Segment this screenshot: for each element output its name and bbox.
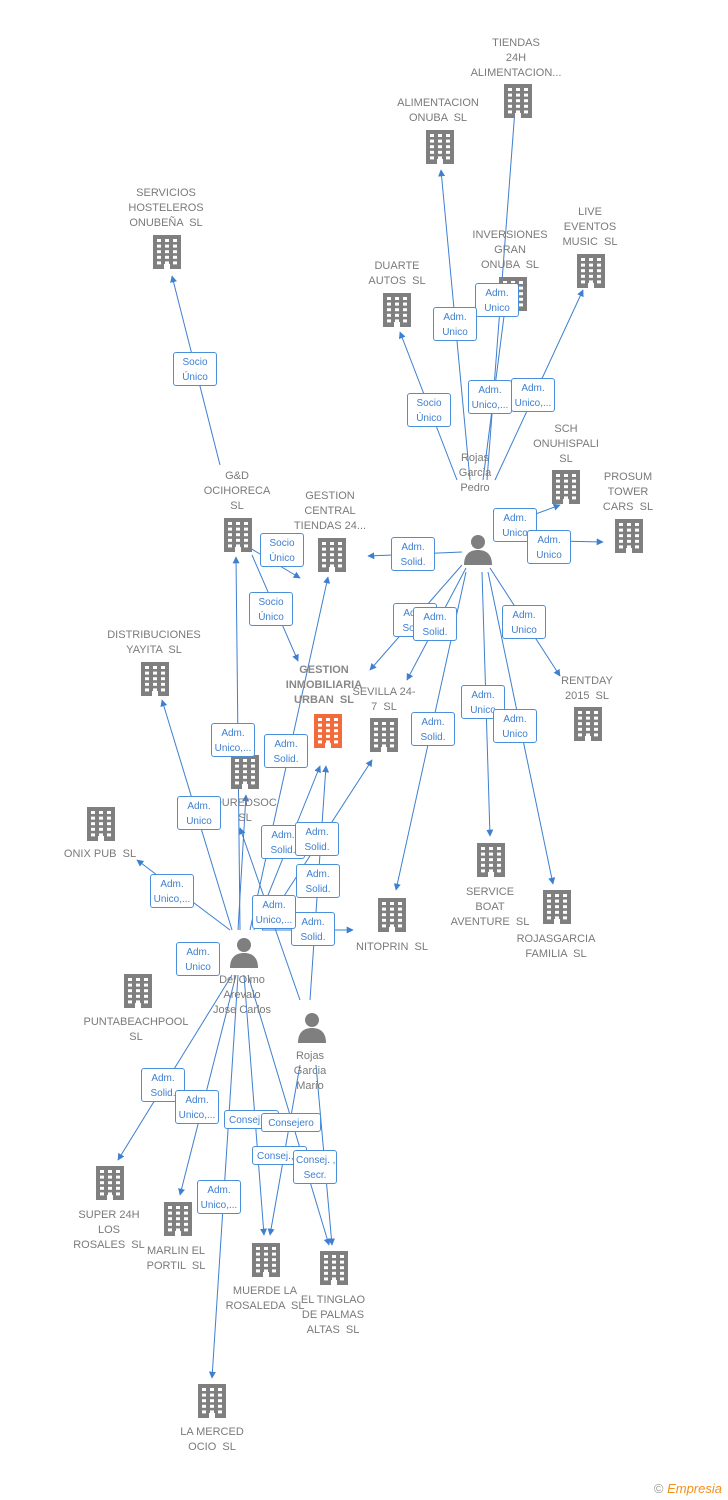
relation-tag-r14[interactable]: Adm. Unico <box>493 709 537 743</box>
company-label-quredsoc[interactable]: QUREDSOC SL <box>213 797 277 824</box>
relation-tag-r27[interactable]: Adm. Unico,... <box>252 895 296 929</box>
building-icon[interactable] <box>85 807 117 843</box>
company-label-sevilla24[interactable]: SEVILLA 24- 7 SL <box>352 686 416 713</box>
building-icon[interactable] <box>475 843 507 879</box>
building-icon[interactable] <box>222 518 254 554</box>
building-icon[interactable] <box>196 1384 228 1420</box>
relation-tag-r8[interactable]: Adm. Solid. <box>391 537 435 571</box>
relation-tag-r17[interactable]: Socio Único <box>249 592 293 626</box>
relation-tag-r7[interactable]: Adm. Unico <box>527 530 571 564</box>
person-icon[interactable] <box>462 533 494 565</box>
relation-tag-r19[interactable]: Adm. Solid. <box>264 734 308 768</box>
building-icon[interactable] <box>376 898 408 934</box>
building-icon[interactable] <box>613 519 645 555</box>
person-icon[interactable] <box>228 936 260 968</box>
relation-tag-r34[interactable]: Consej. , Secr. <box>293 1150 337 1184</box>
company-label-service_boat[interactable]: SERVICE BOAT AVENTURE SL <box>450 886 530 928</box>
relation-tag-r5[interactable]: Socio Único <box>407 393 451 427</box>
building-icon[interactable] <box>368 718 400 754</box>
company-label-gestion_inmob[interactable]: GESTION INMOBILIARIA URBAN SL <box>285 664 363 706</box>
relation-tag-r22[interactable]: Adm. Unico <box>176 942 220 976</box>
company-label-tiendas24h[interactable]: TIENDAS 24H ALIMENTACION... <box>470 37 562 79</box>
brand-logo: Empresia <box>667 1481 722 1496</box>
person-icon[interactable] <box>296 1011 328 1043</box>
relation-tag-r26[interactable]: Adm. Solid. <box>296 864 340 898</box>
building-icon[interactable] <box>316 538 348 574</box>
company-label-gd[interactable]: G&D OCIHORECA SL <box>203 470 271 512</box>
edge-del_olmo-to-la_merced <box>208 974 239 1379</box>
person-label-rojas_pedro[interactable]: Rojas Garcia Pedro <box>458 452 492 494</box>
company-label-rojasgarcia_fam[interactable]: ROJASGARCIA FAMILIA SL <box>516 933 596 960</box>
edge-del_olmo-to-quredsoc <box>237 794 250 931</box>
relation-tag-r2[interactable]: Adm. Unico <box>433 307 477 341</box>
relation-tag-r25[interactable]: Adm. Solid. <box>291 912 335 946</box>
building-icon[interactable] <box>424 130 456 166</box>
relation-tag-r16[interactable]: Socio Único <box>260 533 304 567</box>
relation-tag-r20[interactable]: Adm. Unico <box>177 796 221 830</box>
company-label-puntabeach[interactable]: PUNTABEACHPOOL SL <box>83 1016 189 1043</box>
edge-del_olmo-to-marlin <box>178 974 237 1196</box>
relation-tag-r3[interactable]: Adm. Unico,... <box>468 380 512 414</box>
relation-tag-r21[interactable]: Adm. Unico,... <box>150 874 194 908</box>
company-label-nitoprin[interactable]: NITOPRIN SL <box>356 941 428 953</box>
company-label-muerde[interactable]: MUERDE LA ROSALEDA SL <box>225 1285 305 1312</box>
company-label-la_merced[interactable]: LA MERCED OCIO SL <box>180 1426 244 1453</box>
building-icon[interactable] <box>575 254 607 290</box>
building-icon[interactable] <box>151 235 183 271</box>
building-icon[interactable] <box>550 470 582 506</box>
company-label-live_eventos[interactable]: LIVE EVENTOS MUSIC SL <box>562 206 618 248</box>
company-label-rentday[interactable]: RENTDAY 2015 SL <box>561 675 613 702</box>
company-label-tinglao[interactable]: EL TINGLAO DE PALMAS ALTAS SL <box>300 1294 366 1336</box>
company-label-servicios_host[interactable]: SERVICIOS HOSTELEROS ONUBEÑA SL <box>128 187 204 229</box>
person-label-del_olmo[interactable]: Del Olmo Arevalo Jose Carlos <box>212 974 272 1016</box>
building-icon[interactable] <box>122 974 154 1010</box>
relation-tag-r11[interactable]: Adm. Unico <box>502 605 546 639</box>
relation-tag-r12[interactable]: Adm. Solid. <box>411 712 455 746</box>
company-label-sch[interactable]: SCH ONUHISPALI SL <box>533 423 599 465</box>
edge-del_olmo-to-super24 <box>117 974 233 1161</box>
relation-tag-r32[interactable]: Adm. Unico,... <box>197 1180 241 1214</box>
building-icon[interactable] <box>572 707 604 743</box>
company-label-inversiones[interactable]: INVERSIONES GRAN ONUBA SL <box>472 229 548 271</box>
edge-del_olmo-to-muerde <box>243 974 268 1236</box>
relation-tag-r1[interactable]: Adm. Unico <box>475 283 519 317</box>
company-label-duarte[interactable]: DUARTE AUTOS SL <box>368 260 426 287</box>
relation-tag-r13[interactable]: Adm. Unico <box>461 685 505 719</box>
relation-tag-r6[interactable]: Adm. Unico <box>493 508 537 542</box>
building-icon[interactable] <box>139 662 171 698</box>
building-icon[interactable] <box>318 1251 350 1287</box>
building-icon[interactable] <box>381 293 413 329</box>
company-label-gestion_central[interactable]: GESTION CENTRAL TIENDAS 24... <box>293 490 367 532</box>
relation-tag-r10[interactable]: Adm. Solid. <box>413 607 457 641</box>
building-icon[interactable] <box>94 1166 126 1202</box>
relation-tag-r18[interactable]: Adm. Unico,... <box>211 723 255 757</box>
company-label-marlin[interactable]: MARLIN EL PORTIL SL <box>146 1245 206 1272</box>
building-icon[interactable] <box>312 714 344 750</box>
relation-tag-r24[interactable]: Adm. Solid. <box>295 822 339 856</box>
building-icon[interactable] <box>250 1243 282 1279</box>
building-icon[interactable] <box>162 1202 194 1238</box>
building-icon[interactable] <box>229 755 261 791</box>
company-label-distrib[interactable]: DISTRIBUCIONES YAYITA SL <box>107 629 201 656</box>
company-label-alim_onuba[interactable]: ALIMENTACION ONUBA SL <box>397 97 479 124</box>
relation-tag-r29[interactable]: Adm. Unico,... <box>175 1090 219 1124</box>
company-label-onix[interactable]: ONIX PUB SL <box>63 848 137 860</box>
person-label-rojas_mario[interactable]: Rojas Garcia Mario <box>293 1050 327 1092</box>
footer-brand: © Empresia <box>654 1481 722 1496</box>
company-label-super24[interactable]: SUPER 24H LOS ROSALES SL <box>73 1209 145 1251</box>
copyright-symbol: © <box>653 1481 664 1496</box>
building-icon[interactable] <box>502 84 534 120</box>
relation-tag-r4[interactable]: Adm. Unico,... <box>511 378 555 412</box>
relation-tag-r15[interactable]: Socio Único <box>173 352 217 386</box>
edge-del_olmo-to-tinglao <box>247 974 331 1246</box>
relation-tag-r31[interactable]: Consejero <box>261 1113 321 1132</box>
building-icon[interactable] <box>541 890 573 926</box>
company-label-prosum[interactable]: PROSUM TOWER CARS SL <box>602 471 654 513</box>
